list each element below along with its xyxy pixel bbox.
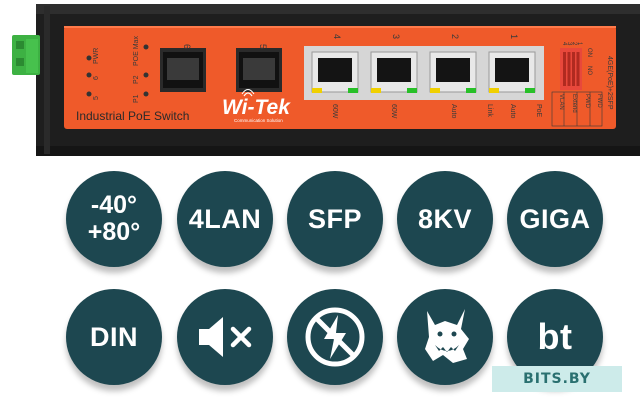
port-caption-poe: PoE: [535, 104, 542, 118]
model-side-label: 4GE(PoE)+2SFP: [606, 56, 613, 110]
led-label-poe-max: POE Max: [133, 36, 140, 66]
watermark: BITS.BY: [492, 366, 622, 392]
dip-num-4: 4: [561, 42, 567, 46]
model-label: Industrial PoE Switch: [76, 109, 189, 123]
svg-text:Communication Solution: Communication Solution: [234, 118, 283, 123]
temp-min-text: -40°: [90, 191, 138, 219]
led-label-p2: P2: [133, 75, 140, 84]
led-label-6: 6: [93, 76, 100, 80]
dip-state-on: ON: [586, 48, 592, 57]
badge-sfp-label: SFP: [307, 204, 362, 234]
port-caption-3: 60W: [390, 104, 397, 119]
dip-legend: VLAN Extend PWD FWD: [551, 91, 603, 127]
led-label-5: 5: [93, 96, 100, 100]
sfp-port-5[interactable]: [236, 48, 282, 92]
badge-8kv-label: 8KV: [417, 204, 473, 234]
muted-speaker-icon: [199, 317, 252, 357]
no-lightning-icon: [305, 307, 365, 367]
status-leds: [86, 44, 149, 97]
port-caption-link: Link: [486, 104, 493, 117]
badge-sfp: SFP: [287, 171, 383, 267]
dip-switch[interactable]: [560, 48, 582, 90]
dip-row-pwd: PWD: [584, 94, 590, 109]
badge-giga-label: GIGA: [519, 204, 591, 234]
sfp-number-6: 6: [182, 44, 192, 49]
port-caption-2: Auto: [450, 104, 457, 119]
badge-din-label: DIN: [90, 322, 138, 352]
dip-num-2: 2: [571, 42, 577, 46]
dip-row-vlan: VLAN: [558, 94, 564, 110]
badge-no-lightning: [287, 289, 383, 385]
led-label-p1: P1: [133, 94, 140, 103]
badge-4lan-label: 4LAN: [188, 204, 262, 234]
dip-num-3: 3: [566, 42, 572, 46]
sfp-number-5: 5: [258, 44, 268, 49]
wi-tek-logo: Wi-Tek Communication Solution: [222, 89, 291, 123]
rj45-port-3[interactable]: [370, 51, 418, 93]
temp-max-text: +80°: [87, 218, 141, 246]
dip-state-no: NO: [586, 66, 592, 75]
rj45-port-2[interactable]: [429, 51, 477, 93]
badge-din: DIN: [66, 289, 162, 385]
dip-num-1: 1: [576, 42, 582, 46]
sfp-port-6[interactable]: [160, 48, 206, 92]
badge-8kv: 8KV: [397, 171, 493, 267]
port-caption-4: 60W: [331, 104, 338, 119]
badge-fanless: [177, 289, 273, 385]
rj45-port-1[interactable]: [488, 51, 536, 93]
port-number-3: 3: [391, 34, 401, 39]
badge-giga: GIGA: [507, 171, 603, 267]
svg-text:Wi-Tek: Wi-Tek: [222, 96, 291, 119]
switch-front-panel: PWR P1 P2 POE Max 5 6 6 5: [12, 4, 640, 156]
power-terminal-block: [12, 35, 40, 75]
rj45-port-4[interactable]: [311, 51, 359, 93]
badge-temperature: -40° +80°: [66, 171, 162, 267]
port-caption-1: Auto: [509, 104, 516, 119]
badge-bt-label: bt: [537, 316, 573, 357]
dip-row-fwd: FWD: [596, 94, 602, 108]
port-number-2: 2: [450, 34, 460, 39]
badge-4lan: 4LAN: [177, 171, 273, 267]
dip-row-extend: Extend: [571, 94, 577, 113]
port-number-4: 4: [332, 34, 342, 39]
badge-watchdog: [397, 289, 493, 385]
led-label-pwr: PWR: [93, 48, 100, 64]
port-number-1: 1: [509, 34, 519, 39]
guard-dog-icon: [425, 309, 469, 363]
